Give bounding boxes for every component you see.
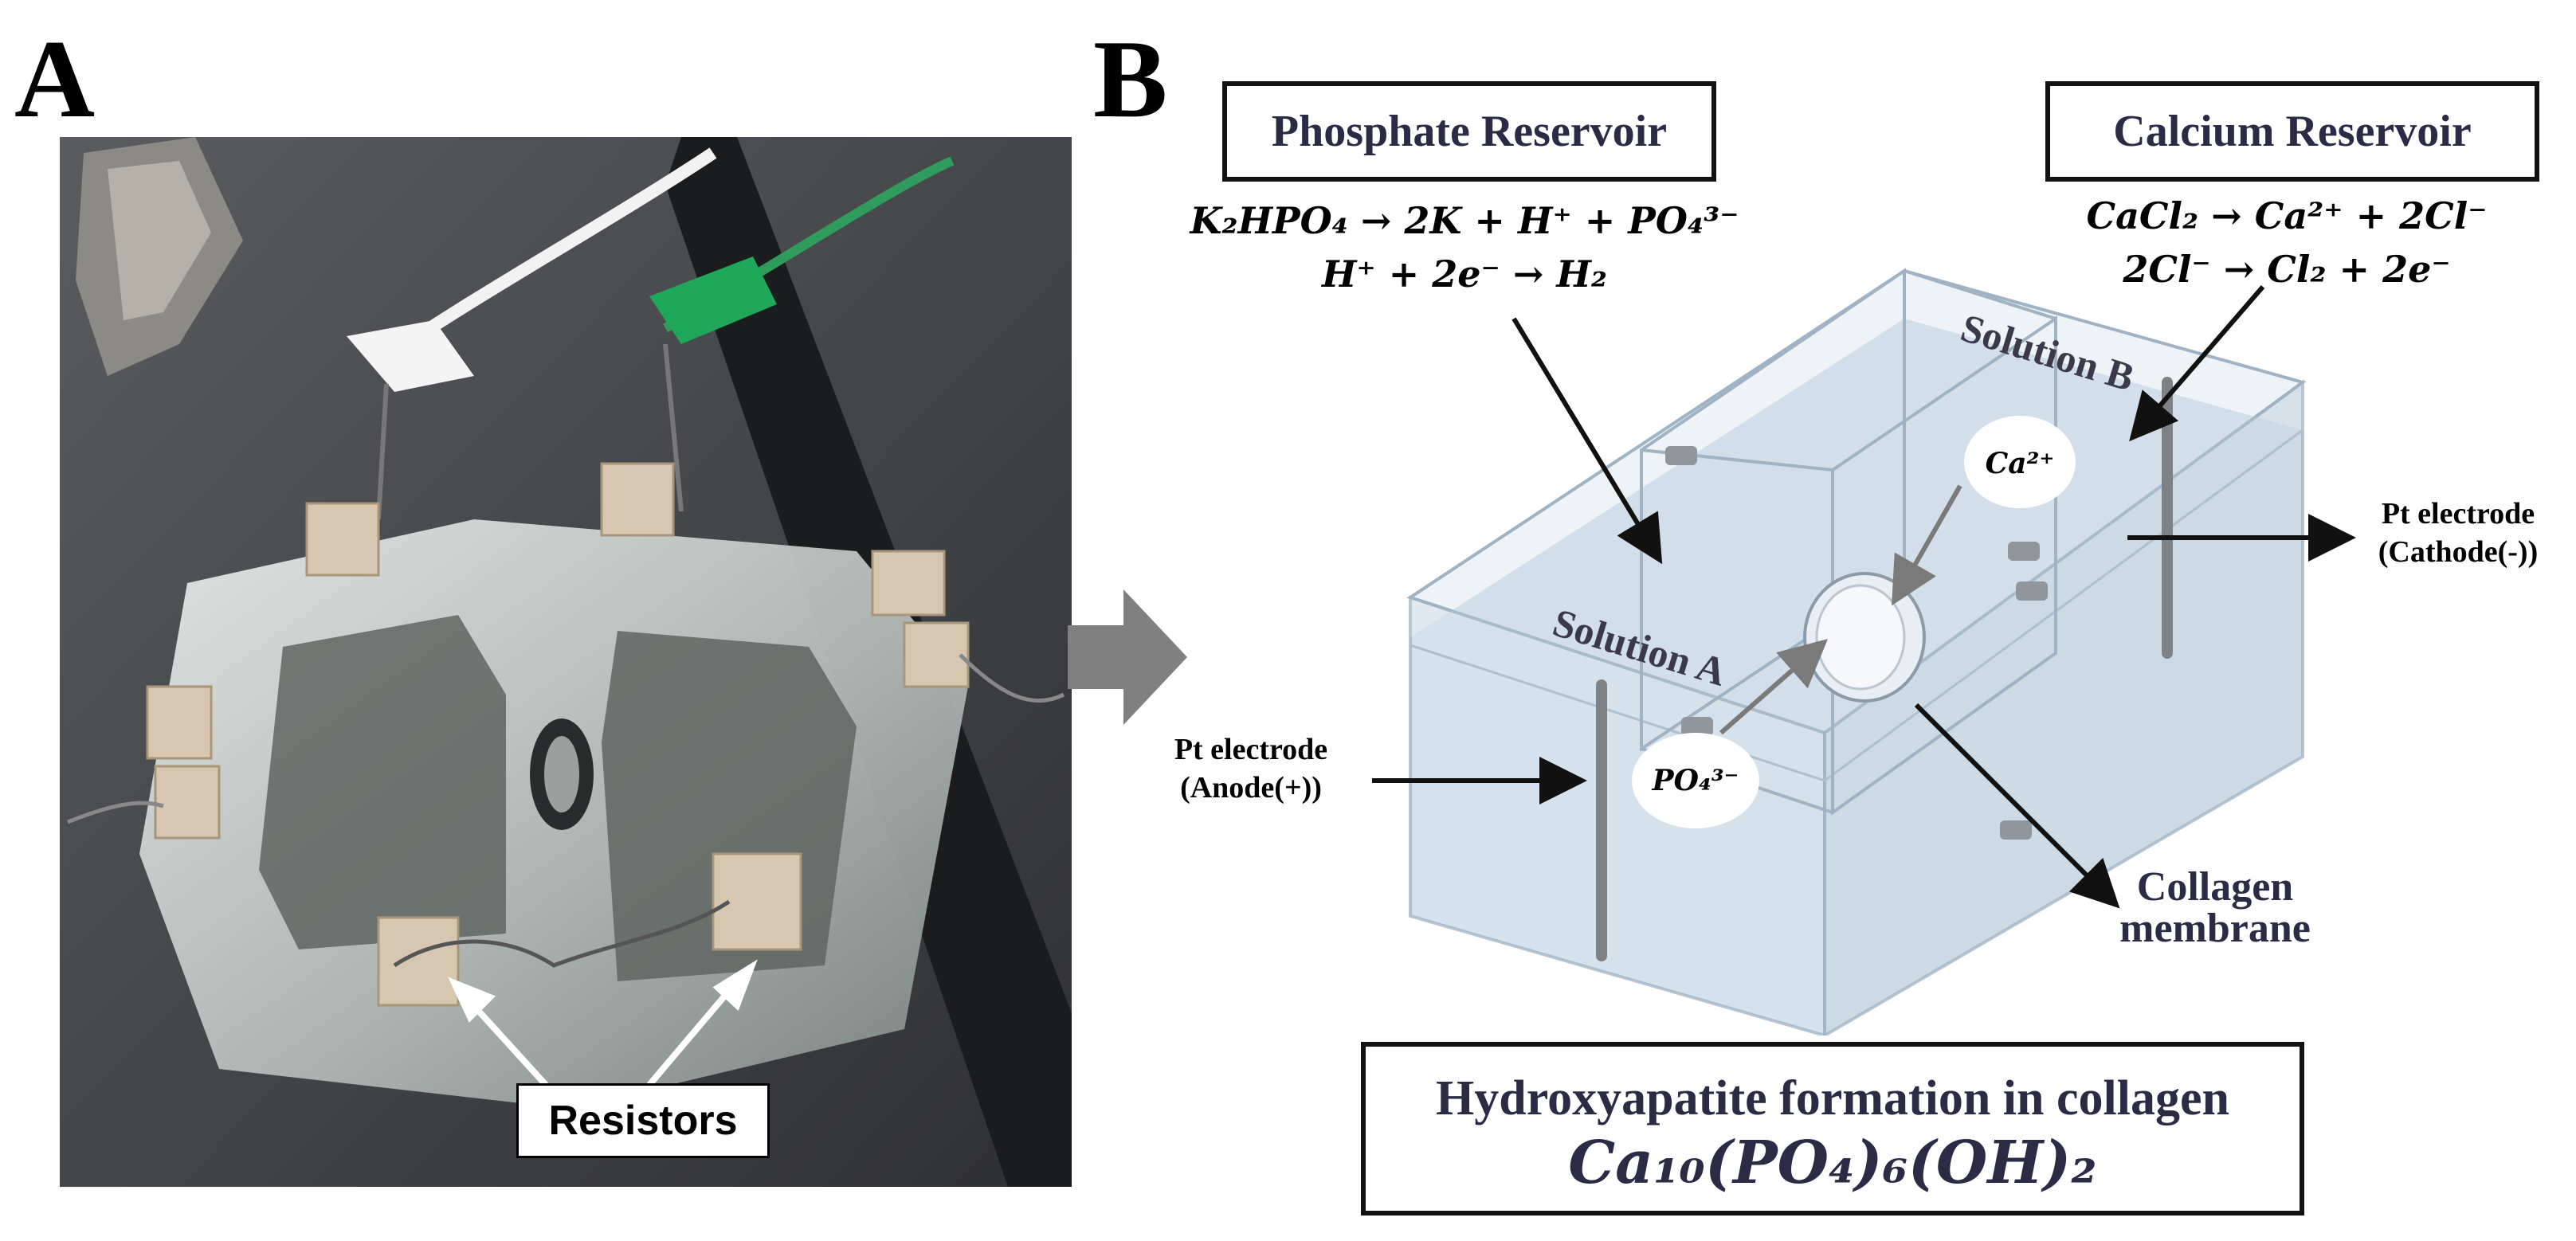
phosphate-equation-1: K₂HPO₄ → 2K + H⁺ + PO₄³⁻ [1190,199,1739,242]
calcium-equation-1: CaCl₂ → Ca²⁺ + 2Cl⁻ [2086,194,2488,237]
transition-arrow-icon [1068,589,1187,725]
electrolysis-tank-diagram [1372,268,2356,1035]
collagen-label-line1: Collagen [2136,864,2294,910]
calcium-equation-2: 2Cl⁻ → Cl₂ + 2e⁻ [2123,247,2451,291]
calcium-reservoir-box: Calcium Reservoir [2045,81,2539,182]
calcium-equations: CaCl₂ → Ca²⁺ + 2Cl⁻ 2Cl⁻ → Cl₂ + 2e⁻ [1992,190,2576,296]
phosphate-equation-2: H⁺ + 2e⁻ → H₂ [1321,252,1608,296]
cathode-electrode-name: Pt electrode [2381,497,2535,530]
anode-electrode-name: Pt electrode [1174,733,1328,766]
collagen-membrane-label: Collagen membrane [2072,867,2358,949]
anode-polarity: (Anode(+)) [1180,770,1322,804]
panel-label-b: B [1093,18,1168,141]
panel-label-a: A [14,18,96,141]
apparatus-photo-illustration [60,137,1072,1187]
phosphate-equations: K₂HPO₄ → 2K + H⁺ + PO₄³⁻ H⁺ + 2e⁻ → H₂ [1162,194,1767,300]
phosphate-ion-label: PO₄³⁻ [1652,764,1739,797]
resistors-label: Resistors [516,1083,770,1158]
calcium-ion-label: Ca²⁺ [1985,447,2055,480]
hydroxyapatite-result-box: Hydroxyapatite formation in collagen Ca₁… [1361,1042,2304,1216]
result-title: Hydroxyapatite formation in collagen [1436,1071,2229,1126]
phosphate-reservoir-box: Phosphate Reservoir [1222,81,1716,182]
cathode-polarity: (Cathode(-)) [2378,534,2539,569]
anode-electrode-label: Pt electrode (Anode(+)) [1131,731,1370,807]
cathode-electrode-label: Pt electrode (Cathode(-)) [2343,495,2574,571]
result-formula: Ca₁₀(PO₄)₆(OH)₂ [1568,1129,2097,1197]
collagen-label-line2: membrane [2119,906,2311,951]
apparatus-photo [60,137,1072,1187]
